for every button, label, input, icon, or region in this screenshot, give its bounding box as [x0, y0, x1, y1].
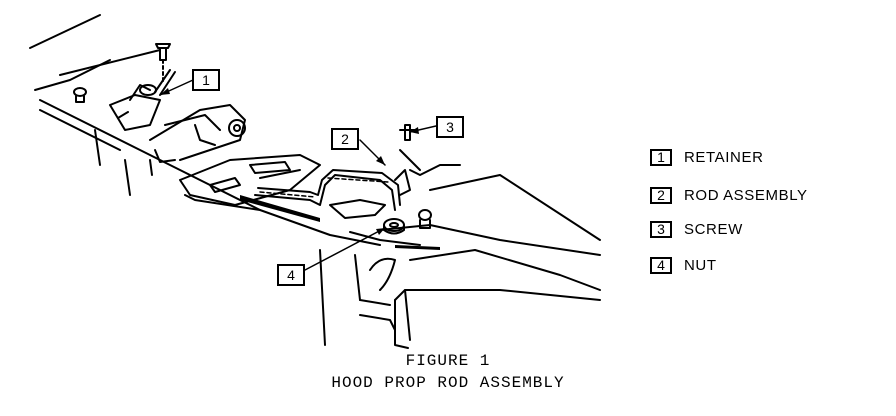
callout-4-box	[277, 264, 305, 286]
callout-4-arrowhead	[376, 228, 385, 235]
figure-number: FIGURE 1	[405, 352, 491, 370]
legend-label: RETAINER	[684, 148, 764, 166]
callout-3-arrowhead	[410, 127, 419, 134]
legend-number-box: 2	[650, 186, 672, 204]
screw-mount	[399, 124, 461, 176]
legend-item-nut: 4 NUT	[650, 255, 717, 275]
lower-seal-strip	[395, 245, 440, 250]
seal-strip	[240, 195, 320, 222]
callout-2-box	[331, 128, 359, 150]
legend-item-screw: 3 SCREW	[650, 219, 743, 239]
retainer-bolt	[155, 43, 171, 83]
latch-mechanism	[149, 104, 246, 163]
callout-3-number: 3	[446, 119, 454, 135]
callout-2-arrowhead	[376, 156, 385, 165]
legend-item-rod-assembly: 2 ROD ASSEMBLY	[650, 185, 808, 205]
legend-label: NUT	[684, 256, 717, 274]
legend-number-box: 3	[650, 220, 672, 238]
callout-4-number: 4	[287, 267, 295, 283]
callout-3-box	[436, 116, 464, 138]
stud-bolt	[418, 209, 432, 229]
callout-1-arrowhead	[160, 88, 170, 95]
callout-1-box	[192, 69, 220, 91]
callout-2-number: 2	[341, 131, 349, 147]
left-stud	[73, 87, 87, 103]
legend-label: SCREW	[684, 220, 743, 238]
callout-1-number: 1	[202, 72, 210, 88]
legend-number-box: 4	[650, 256, 672, 274]
radiator-support-panel	[29, 14, 381, 246]
retainer-bracket	[109, 69, 176, 131]
nut	[383, 218, 405, 235]
legend-item-retainer: 1 RETAINER	[650, 147, 764, 167]
prop-rod	[254, 169, 411, 219]
callout-4-leader	[304, 227, 386, 271]
legend-number-box: 1	[650, 148, 672, 166]
legend-label: ROD ASSEMBLY	[684, 186, 808, 204]
figure-title: HOOD PROP ROD ASSEMBLY	[331, 374, 565, 392]
tie-bar-plate	[179, 154, 321, 211]
